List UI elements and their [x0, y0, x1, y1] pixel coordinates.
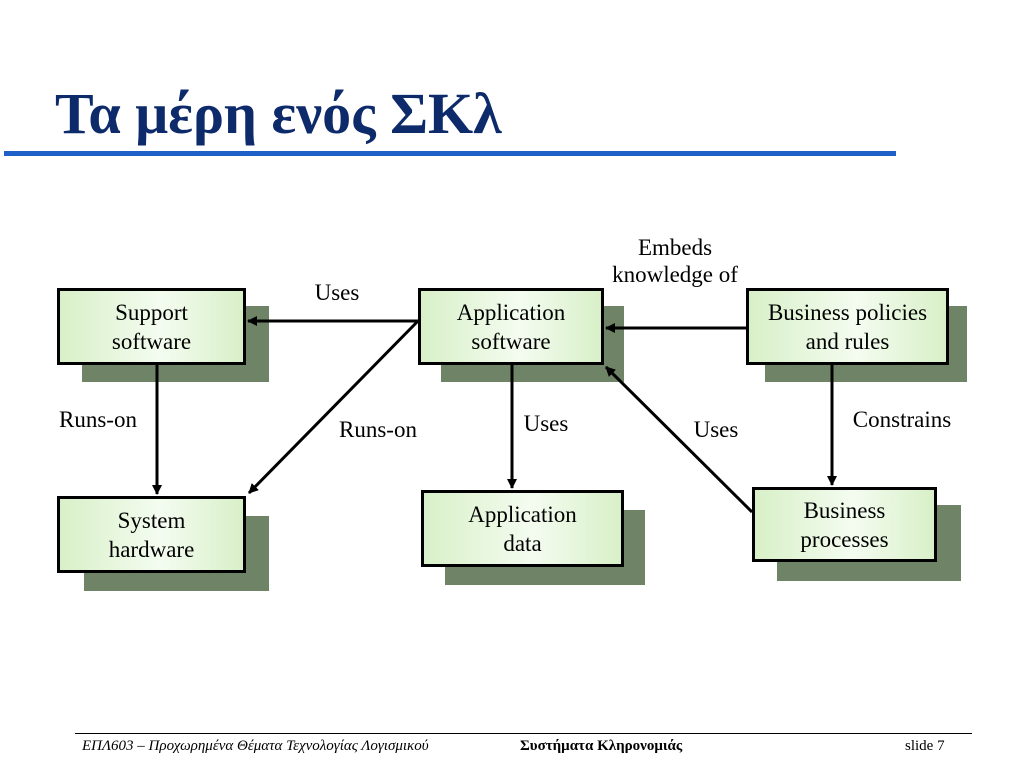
- system-hardware-box: System hardware: [57, 496, 246, 573]
- support-software-box: Support software: [57, 288, 246, 365]
- footer-course: ΕΠΛ603 – Προχωρημένα Θέματα Τεχνολογίας …: [82, 738, 429, 754]
- label-uses-data: Uses: [523, 411, 569, 436]
- support-software-label: Support software: [111, 299, 192, 354]
- arrow-app-to-hardware: [247, 319, 420, 495]
- label-runs-on-support: Runs-on: [59, 407, 137, 432]
- title-divider: [4, 151, 896, 156]
- system-hardware-label: System hardware: [108, 507, 195, 562]
- slide-title: Τα μέρη ενός ΣΚλ: [55, 81, 502, 146]
- application-software-box: Application software: [418, 288, 604, 365]
- application-software-label: Application software: [456, 299, 566, 354]
- label-uses-processes: Uses: [693, 417, 739, 442]
- label-runs-on-app: Runs-on: [339, 417, 417, 442]
- application-data-box: Application data: [421, 490, 624, 567]
- label-constrains: Constrains: [852, 407, 952, 432]
- label-uses-support: Uses: [314, 280, 360, 305]
- business-policies-label: Business policies and rules: [767, 299, 928, 354]
- business-policies-box: Business policies and rules: [746, 288, 949, 365]
- footer-slide-number: slide 7: [905, 738, 945, 754]
- footer-topic: Συστήματα Κληρονομιάς: [520, 738, 683, 754]
- arrow-processes-to-app: [604, 365, 754, 514]
- business-processes-label: Business processes: [800, 497, 889, 552]
- application-data-label: Application data: [468, 501, 577, 556]
- label-embeds-knowledge: Embeds knowledge of: [612, 235, 738, 287]
- business-processes-box: Business processes: [752, 487, 937, 562]
- footer-divider: [75, 733, 972, 734]
